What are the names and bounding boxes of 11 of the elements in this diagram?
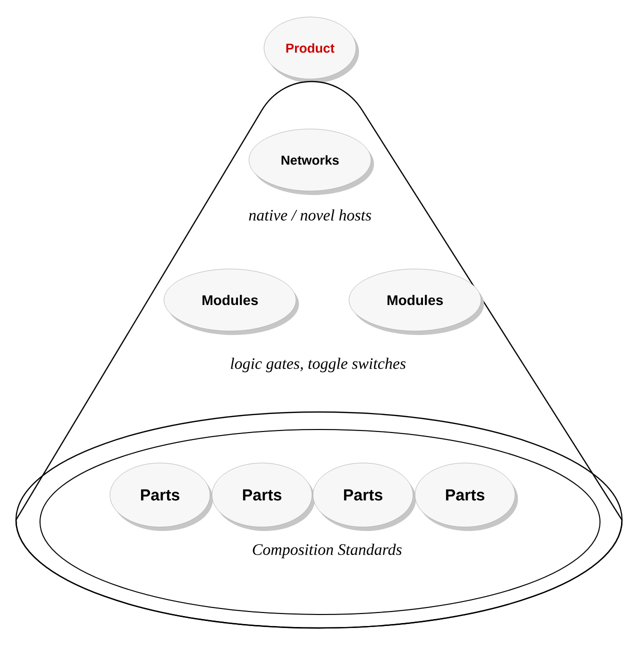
ellipse-node: Product xyxy=(264,16,359,83)
caption-text: native / novel hosts xyxy=(249,209,372,221)
ellipse-node: Parts xyxy=(414,462,518,531)
ellipse-node: Modules xyxy=(348,268,484,335)
ellipse-node: Networks xyxy=(248,128,374,195)
caption-text: logic gates, toggle switches xyxy=(230,358,406,372)
ellipse-node: Modules xyxy=(164,268,299,335)
ellipse-node: Parts xyxy=(212,462,315,531)
ellipse-node: Parts xyxy=(110,462,213,531)
ellipse-node: Parts xyxy=(312,462,416,531)
caption-text: Composition Standards xyxy=(252,544,402,558)
